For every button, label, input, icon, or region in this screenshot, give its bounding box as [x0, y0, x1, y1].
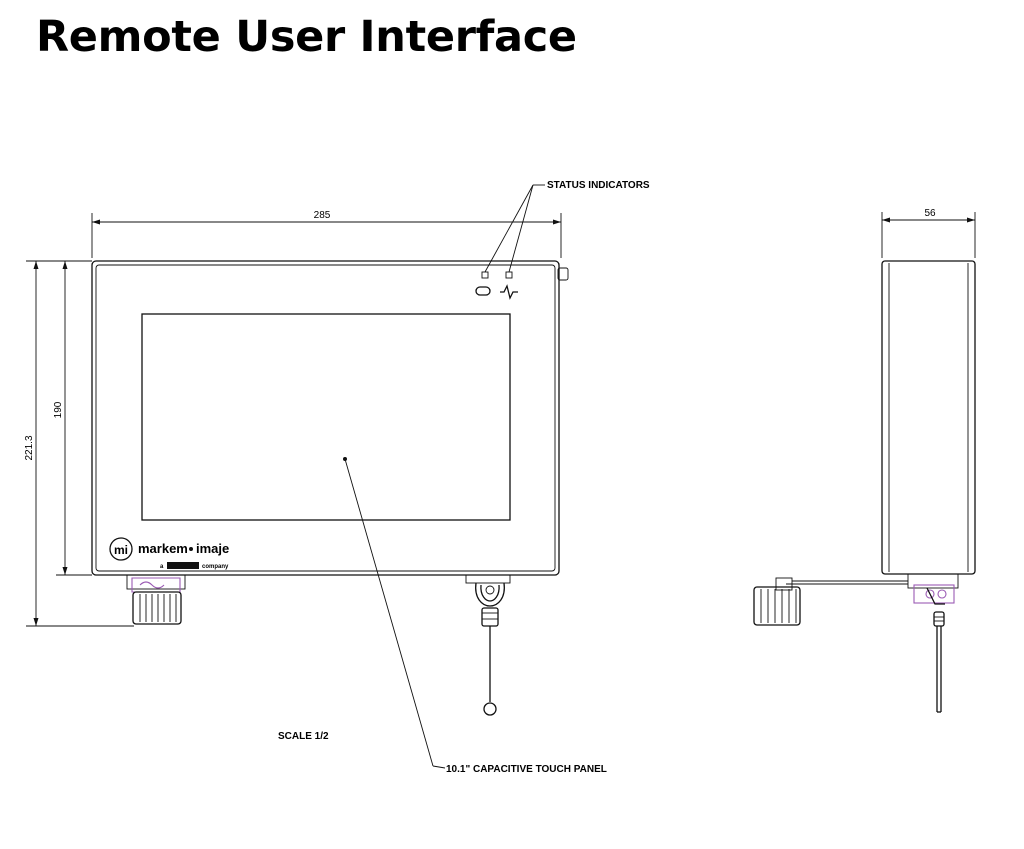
depth-dimension-label: 56 [924, 208, 936, 219]
cable-connector-right [465, 574, 511, 716]
brand-subline-post: company [202, 564, 229, 570]
brand-name-left: markem [138, 541, 188, 556]
depth-dimension: 56 [881, 208, 976, 258]
outer-height-dimension: 221.3 [24, 260, 134, 627]
scale-label: SCALE 1/2 [278, 731, 329, 742]
side-tether [933, 611, 945, 713]
housing-front [91, 260, 569, 576]
status-indicators-label: STATUS INDICATORS [547, 180, 650, 191]
side-view: 56 [753, 208, 976, 713]
inner-height-dimension: 190 [53, 261, 92, 576]
touch-panel-label: 10.1" CAPACITIVE TOUCH PANEL [446, 764, 607, 775]
power-indicator-icon [475, 286, 491, 296]
side-bracket [907, 573, 959, 605]
brand-name-right: imaje [196, 541, 229, 556]
outer-height-label: 221.3 [24, 435, 35, 460]
page-title: Remote User Interface [36, 12, 577, 62]
pulse-indicator-icon [500, 284, 518, 300]
housing-side [881, 260, 976, 575]
brand-logo: mi markem imaje a company [109, 537, 229, 570]
front-view: 285 221.3 190 [24, 180, 650, 775]
cable-gland-left [126, 574, 186, 625]
brand-subline-pre: a [160, 564, 164, 570]
brand-logo-letters: mi [114, 543, 128, 557]
status-indicators: STATUS INDICATORS [475, 180, 650, 300]
width-dimension: 285 [91, 210, 562, 258]
width-dimension-label: 285 [314, 210, 331, 221]
inner-height-label: 190 [53, 401, 64, 418]
touch-screen [141, 313, 511, 521]
side-cable-gland [753, 577, 908, 626]
touch-panel-callout: 10.1" CAPACITIVE TOUCH PANEL [344, 458, 607, 775]
